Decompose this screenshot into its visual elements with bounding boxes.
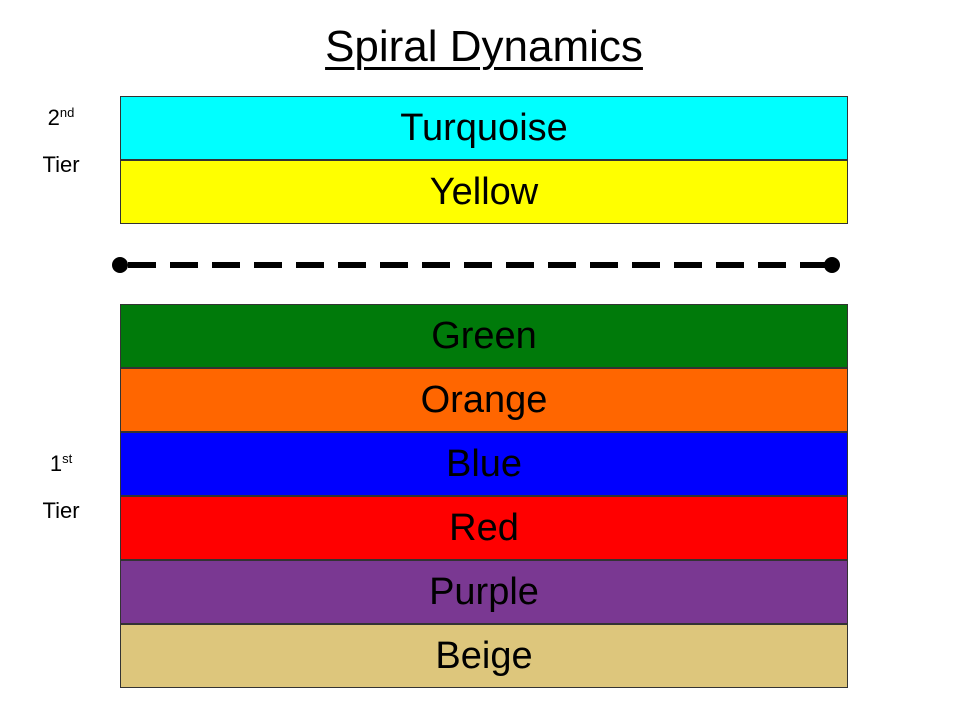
level-beige: Beige — [120, 624, 848, 688]
first-tier-number: 1st — [49, 451, 73, 476]
level-yellow: Yellow — [120, 160, 848, 224]
level-purple: Purple — [120, 560, 848, 624]
page-title: Spiral Dynamics — [325, 22, 643, 71]
level-red: Red — [120, 496, 848, 560]
tier-divider — [112, 257, 840, 273]
first-tier-label: 1st Tier — [21, 452, 101, 524]
second-tier-word: Tier — [42, 152, 80, 177]
second-tier-label: 2nd Tier — [21, 106, 101, 178]
first-tier-word: Tier — [42, 498, 80, 523]
level-orange: Orange — [120, 368, 848, 432]
level-turquoise: Turquoise — [120, 96, 848, 160]
level-green: Green — [120, 304, 848, 368]
divider-right-dot — [824, 257, 840, 273]
divider-left-dot — [112, 257, 128, 273]
level-blue: Blue — [120, 432, 848, 496]
second-tier-number: 2nd — [47, 105, 75, 130]
